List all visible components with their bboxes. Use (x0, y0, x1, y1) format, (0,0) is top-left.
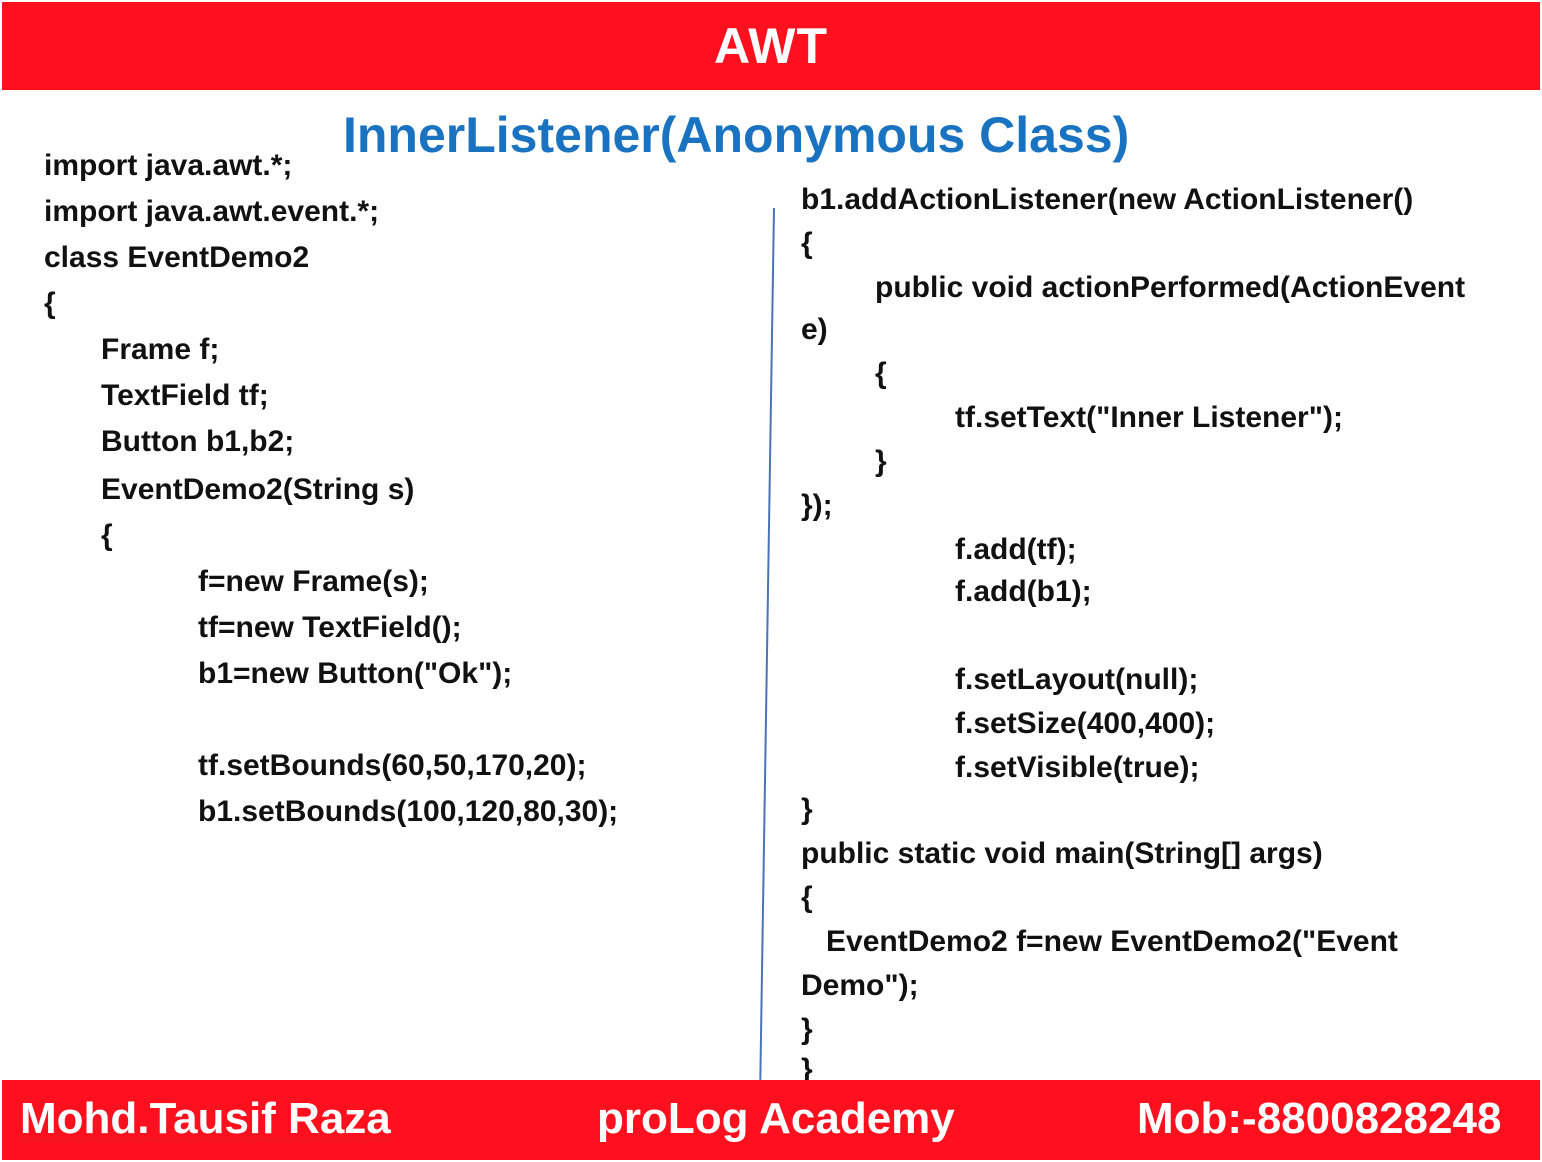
slide-title: AWT (713, 18, 829, 74)
code-line: b1=new Button("Ok"); (198, 657, 513, 690)
code-line: public static void main(String[] args) (801, 837, 1323, 870)
code-line: tf.setText("Inner Listener"); (955, 401, 1343, 434)
slide-subtitle: InnerListener(Anonymous Class) (343, 107, 1130, 163)
code-line: f.setVisible(true); (955, 751, 1200, 784)
code-line: } (801, 793, 813, 826)
code-line: }); (801, 489, 833, 522)
code-line: Frame f; (101, 333, 220, 366)
code-line: } (801, 1053, 813, 1086)
code-line: f.setLayout(null); (955, 663, 1199, 696)
footer-bar: Mohd.Tausif Raza proLog Academy Mob:-880… (2, 1080, 1540, 1160)
title-bar: AWT (2, 2, 1540, 90)
code-line: Demo"); (801, 969, 919, 1002)
footer-author: Mohd.Tausif Raza (20, 1094, 391, 1143)
footer-academy: proLog Academy (597, 1094, 955, 1143)
code-line: b1.setBounds(100,120,80,30); (198, 795, 619, 828)
code-line: } (801, 1013, 813, 1046)
code-line: f.add(b1); (955, 575, 1092, 608)
code-line: EventDemo2(String s) (101, 473, 415, 506)
code-line: public void actionPerformed(ActionEvent (875, 271, 1466, 304)
footer-mobile: Mob:-8800828248 (1137, 1094, 1502, 1143)
code-line: { (44, 287, 56, 320)
code-line: import java.awt.event.*; (44, 195, 380, 228)
code-line: { (875, 357, 887, 390)
code-line: b1.addActionListener(new ActionListener(… (801, 183, 1414, 216)
code-line: f.add(tf); (955, 533, 1077, 566)
code-line: { (801, 881, 813, 914)
code-line: tf=new TextField(); (198, 611, 462, 644)
code-line: EventDemo2 f=new EventDemo2("Event (826, 925, 1398, 958)
code-line: class EventDemo2 (44, 241, 310, 274)
column-divider (759, 208, 775, 1080)
code-line: TextField tf; (101, 379, 269, 412)
code-line: f=new Frame(s); (198, 565, 429, 598)
code-line: { (101, 519, 113, 552)
code-line: f.setSize(400,400); (955, 707, 1216, 740)
code-line: Button b1,b2; (101, 425, 295, 458)
code-line: e) (801, 313, 828, 346)
code-line: import java.awt.*; (44, 149, 293, 182)
code-line: } (875, 445, 887, 478)
code-line: tf.setBounds(60,50,170,20); (198, 749, 587, 782)
code-line: { (801, 227, 813, 260)
